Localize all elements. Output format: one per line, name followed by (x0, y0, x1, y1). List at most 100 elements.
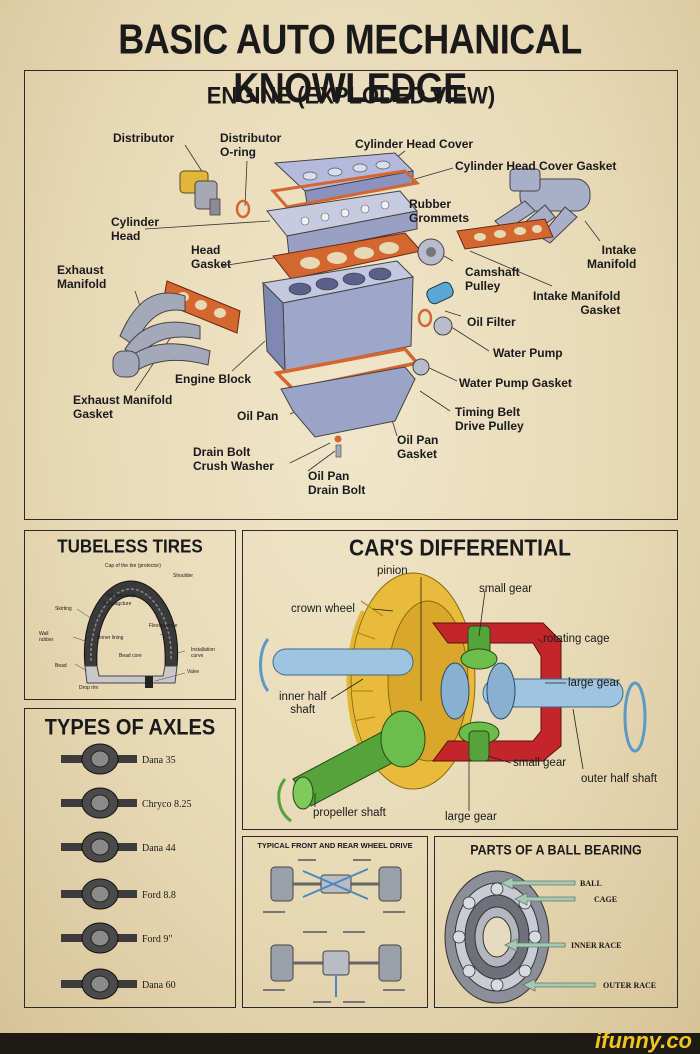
label-head-gasket: Head Gasket (191, 243, 232, 271)
axle-housing-1 (61, 787, 137, 819)
label-distributor-oring: Distributor O-ring (220, 131, 282, 159)
differential-diagram (259, 572, 647, 823)
diff-label-large-gear-right: large gear (568, 677, 620, 689)
diff-label-small-gear-bottom: small gear (513, 757, 567, 769)
oil-filter-part (426, 281, 454, 305)
main-title: BASIC AUTO MECHANICAL KNOWLEDGE (118, 15, 582, 112)
tire-label-breaker: Breaker strip (107, 593, 136, 599)
label-oil-pan-drain-bolt: Oil Pan Drain Bolt (308, 469, 366, 497)
tire-label-bead-core: Bead core (119, 653, 142, 659)
intake-manifold-gasket-part (456, 218, 554, 250)
tire-label-inner: Inner lining (99, 635, 124, 641)
label-oil-filter: Oil Filter (467, 315, 516, 329)
label-rubber-grommets: Rubber Grommets (409, 197, 470, 225)
rotating-cage-part (432, 622, 562, 762)
axle-housing-2 (61, 831, 137, 863)
label-exhaust-manifold: Exhaust Manifold (57, 263, 107, 291)
diff-label-inner-half-shaft: inner half shaft (279, 691, 327, 716)
exhaust-manifold-gasket-part (162, 280, 241, 334)
engine-diagram (112, 144, 601, 472)
label-oil-pan: Oil Pan (237, 409, 279, 423)
label-intake-manifold-gasket: Intake Manifold Gasket (533, 289, 621, 317)
bearing-title: PARTS OF A BALL BEARING (470, 842, 642, 858)
small-gear-bottom-part (458, 721, 500, 762)
tire-label-flexing: Flexing zone (149, 623, 178, 629)
diff-label-rotating-cage: rotating cage (543, 633, 610, 645)
label-exhaust-manifold-gasket: Exhaust Manifold Gasket (73, 393, 173, 421)
tire-label-shoulder: Shoulder (173, 573, 194, 579)
tire-label-skirting: Skirting (55, 606, 72, 612)
watermark-bar: ifunny.co (0, 1028, 700, 1053)
axles-title: TYPES OF AXLES (44, 715, 216, 741)
axle-housing-5 (61, 968, 137, 1000)
oil-pan-part (280, 366, 416, 438)
tire-label-cap: Cap of the tire (protector) (105, 563, 161, 569)
axle-label-5: Dana 60 (142, 980, 176, 991)
label-water-pump-gasket: Water Pump Gasket (459, 376, 572, 390)
label-cylinder-head: Cylinder Head (111, 215, 160, 243)
large-gear-left-part (440, 662, 470, 720)
engine-block-part (261, 260, 415, 373)
axle-label-2: Dana 44 (142, 843, 176, 854)
propeller-shaft-part (292, 710, 426, 810)
water-pump-part (433, 316, 453, 336)
differential-title: CAR'S DIFFERENTIAL (349, 535, 571, 562)
diff-label-small-gear-top: small gear (479, 583, 533, 595)
diff-label-propeller-shaft: propeller shaft (313, 807, 386, 819)
axle-label-3: Ford 8.8 (142, 890, 176, 901)
tire-label-valve: Valve (187, 669, 200, 675)
wheel-drive-title: TYPICAL FRONT AND REAR WHEEL DRIVE (257, 841, 413, 850)
label-oil-pan-gasket: Oil Pan Gasket (397, 433, 439, 461)
tires-title: TUBELESS TIRES (57, 536, 203, 557)
tire-label-bead: Bead (55, 663, 67, 669)
tire-label-substructure: Substructure (103, 601, 132, 607)
axle-housing-4 (61, 922, 137, 954)
engine-panel: ENGINE (EXPLODED VIEW) (24, 70, 678, 520)
diff-label-large-gear-bottom: large gear (445, 811, 497, 823)
cylinder-head-part (266, 190, 418, 256)
tire-diagram (72, 580, 186, 688)
differential-panel: CAR'S DIFFERENTIAL (242, 530, 678, 830)
camshaft-pulley-part (417, 238, 445, 266)
small-gear-top-part (460, 625, 498, 670)
large-gear-right-part (486, 662, 516, 720)
label-intake-manifold: Intake Manifold (587, 243, 637, 271)
bearing-panel: PARTS OF A BALL BEARING BALL CAGE INNER … (434, 836, 678, 1008)
tire-label-drop-rim: Drop rim (79, 685, 99, 691)
bearing-label-cage: CAGE (594, 895, 618, 904)
axle-housing-0 (61, 743, 137, 775)
axle-label-4: Ford 9" (142, 934, 173, 945)
bearing-label-outer-race: OUTER RACE (603, 981, 657, 990)
timing-belt-pulley-part (412, 358, 430, 376)
diff-label-crown-wheel: crown wheel (291, 603, 355, 615)
wheel-drive-diagram (263, 859, 405, 1003)
axles-panel: TYPES OF AXLES Dana 35 Chryco 8.25 Dana … (24, 708, 236, 1008)
tire-label-installation: Installation curve (191, 647, 215, 659)
bearing-diagram (444, 870, 596, 1004)
label-camshaft-pulley: Camshaft Pulley (465, 265, 520, 293)
watermark-text: ifunny.co (595, 1028, 692, 1053)
label-distributor: Distributor (113, 131, 175, 145)
tires-panel: TUBELESS TIRES Cap of the tire (protecto… (24, 530, 236, 700)
label-timing-belt: Timing Belt Drive Pulley (455, 405, 524, 433)
label-engine-block: Engine Block (175, 372, 252, 386)
engine-title: ENGINE (EXPLODED VIEW) (206, 81, 496, 110)
label-cylinder-head-cover-gasket: Cylinder Head Cover Gasket (455, 159, 617, 173)
bearing-label-ball: BALL (580, 879, 602, 888)
diff-label-outer-half-shaft: outer half shaft (581, 773, 658, 785)
axle-housing-3 (61, 878, 137, 910)
tire-label-wall: Wall rubber (39, 631, 54, 643)
exhaust-manifold-part (112, 292, 211, 378)
axle-label-1: Chryco 8.25 (142, 799, 192, 810)
diff-label-pinion: pinion (377, 565, 408, 577)
axle-label-0: Dana 35 (142, 755, 176, 766)
axle-diagrams (61, 743, 137, 1000)
label-drain-bolt-washer: Drain Bolt Crush Washer (193, 445, 274, 473)
bearing-label-inner-race: INNER RACE (571, 941, 622, 950)
cylinder-head-cover-part (273, 152, 415, 204)
distributor-part (179, 170, 221, 216)
label-water-pump: Water Pump (493, 346, 563, 360)
label-cylinder-head-cover: Cylinder Head Cover (355, 137, 474, 151)
wheel-drive-panel: TYPICAL FRONT AND REAR WHEEL DRIVE (242, 836, 428, 1008)
